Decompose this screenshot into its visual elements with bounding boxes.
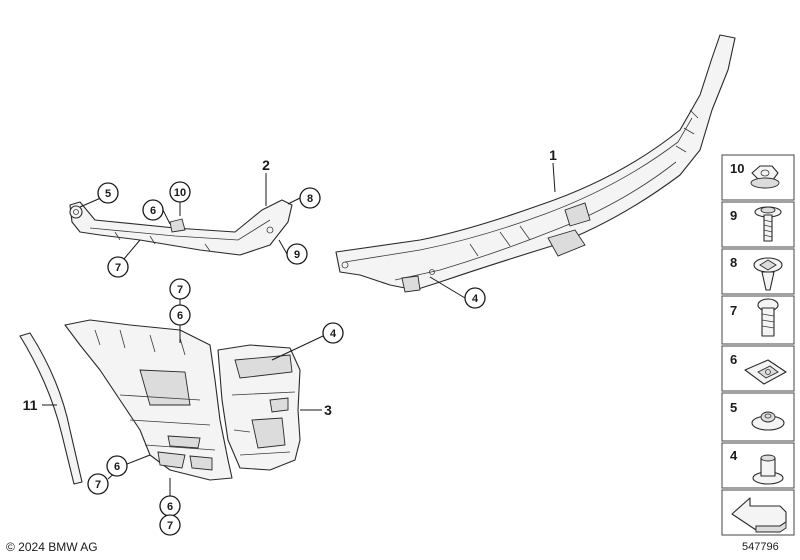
svg-text:7: 7 [730,303,737,318]
copyright-notice: © 2024 BMW AG [6,540,98,554]
svg-text:8: 8 [307,193,313,205]
lower-bracket-right-part [217,344,301,471]
svg-text:10: 10 [174,187,186,199]
flange-nut-icon [753,257,783,291]
svg-text:9: 9 [730,208,737,223]
legend-item-plastic-rivet: 7 [721,295,795,345]
side-trim-strip-part [19,332,83,485]
legend-item-push-nut: 5 [721,392,795,442]
callout-c4b: 4 [322,322,344,344]
callout-c1: 1 [549,147,557,163]
svg-text:7: 7 [115,262,121,274]
svg-text:8: 8 [730,255,737,270]
svg-text:1: 1 [549,147,557,163]
svg-text:4: 4 [730,448,738,463]
legend-item-hex-nut: 10 [721,154,795,201]
diagram-id: 547796 [742,541,779,553]
svg-text:2: 2 [262,157,270,173]
washer-screw-icon [754,206,782,242]
svg-text:6: 6 [150,205,156,217]
svg-text:5: 5 [105,188,111,200]
callout-c7a: 7 [107,256,129,278]
svg-text:7: 7 [167,520,173,532]
callout-c6b: 6 [169,304,191,326]
legend-item-collar-nut: 4 [721,442,795,489]
svg-text:10: 10 [730,161,744,176]
svg-text:4: 4 [330,328,337,340]
lower-bracket-left-part [64,319,233,481]
legend-column: 10 9 8 [721,154,795,536]
callout-c5: 5 [97,182,119,204]
legend-item-screw-washer: 9 [721,201,795,248]
callout-c3: 3 [324,402,332,418]
callout-c6d: 6 [159,495,181,517]
speed-nut-icon [744,359,787,385]
svg-text:6: 6 [167,501,173,513]
legend-item-speed-nut: 6 [721,345,795,392]
svg-text:11: 11 [23,397,38,413]
callout-c6c: 6 [106,455,128,477]
callout-c7c: 7 [87,473,109,495]
callout-c10: 10 [169,181,191,203]
svg-text:7: 7 [95,479,101,491]
svg-text:5: 5 [730,400,737,415]
legend-item-flange-nut: 8 [721,248,795,295]
svg-text:9: 9 [294,249,300,261]
callout-c2: 2 [262,157,270,173]
push-nut-icon [751,411,785,431]
svg-text:6: 6 [177,310,183,322]
callout-c7b: 7 [169,278,191,300]
bumper-carrier-part [335,34,736,293]
callout-c11: 11 [23,397,38,413]
upper-bracket-part [69,199,293,256]
callout-c7d: 7 [159,514,181,536]
legend-item-direction [721,489,795,536]
callout-c9: 9 [286,243,308,265]
callout-c8: 8 [299,187,321,209]
svg-text:7: 7 [177,284,183,296]
svg-text:4: 4 [472,293,479,305]
collar-nut-icon [752,454,784,485]
svg-text:6: 6 [114,461,120,473]
svg-text:3: 3 [324,402,332,418]
svg-text:6: 6 [730,352,737,367]
callout-c6a: 6 [142,199,164,221]
plastic-rivet-icon [757,298,779,337]
callout-c4a: 4 [464,287,486,309]
